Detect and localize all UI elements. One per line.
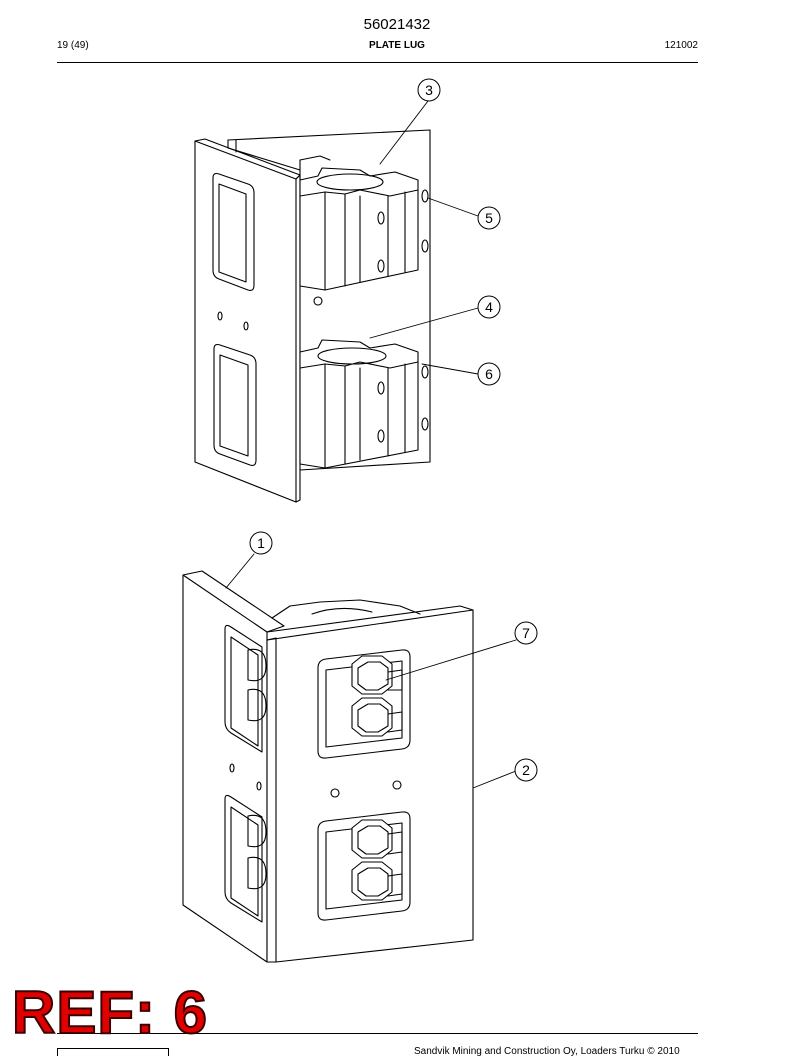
bolt-head [351, 697, 403, 737]
callout-7: 7 [522, 625, 530, 641]
document-number: 56021432 [363, 16, 431, 33]
callout-1: 1 [257, 535, 265, 551]
bolt-head [351, 819, 403, 859]
callout-3-circle [417, 78, 441, 102]
top-assembly [194, 129, 431, 503]
callout-4: 4 [485, 299, 493, 315]
part-number: 121002 [664, 40, 698, 51]
callout-6-circle [477, 362, 501, 386]
callout-2-circle [514, 758, 538, 782]
callout-7-circle [514, 621, 538, 645]
callout-5: 5 [485, 210, 493, 226]
header-rule [57, 62, 698, 63]
bolt-head [351, 655, 403, 695]
company-logo-icon [57, 1048, 169, 1056]
callout-4-circle [477, 295, 501, 319]
ref-stamp: REF: 6 [11, 979, 209, 1046]
footer-copyright: Sandvik Mining and Construction Oy, Load… [414, 1046, 680, 1057]
callout-1-circle [249, 531, 273, 555]
page-count: 19 (49) [57, 40, 89, 51]
sheet-title: PLATE LUG [369, 40, 425, 51]
callout-3: 3 [425, 82, 433, 98]
bolt-head [351, 861, 403, 901]
bottom-assembly [182, 570, 474, 963]
footer-rule [57, 1033, 698, 1034]
callout-6: 6 [485, 366, 493, 382]
callout-5-circle [477, 206, 501, 230]
callout-leaders [225, 100, 517, 789]
callout-2: 2 [522, 762, 530, 778]
